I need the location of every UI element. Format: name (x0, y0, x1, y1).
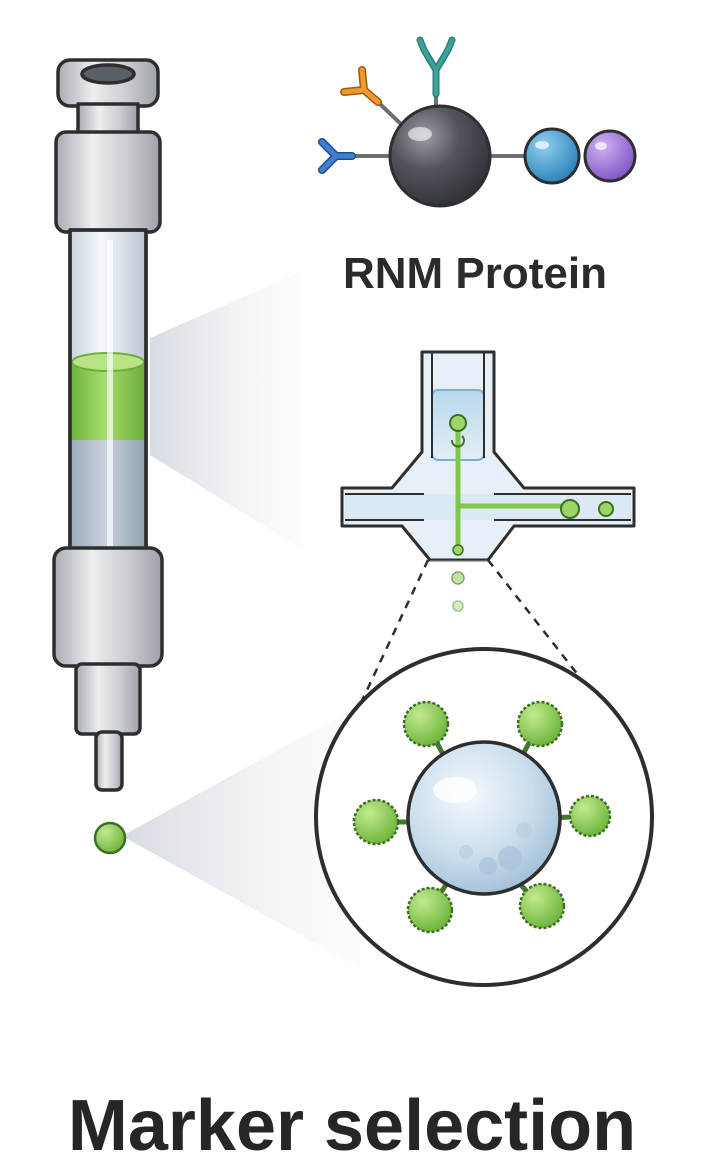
diagram-caption: Marker selection (68, 1086, 636, 1166)
droplet-icon (560, 499, 580, 519)
protein-label: RNM Protein (343, 249, 607, 298)
column-outlet-tip (94, 730, 124, 792)
droplet-icon (452, 544, 464, 556)
marker-bead-icon (406, 886, 454, 934)
zoom-guide-right (487, 559, 583, 681)
zoom-guide-left (358, 559, 430, 706)
blue-bead-icon (523, 127, 581, 185)
column-upper-fitting (54, 130, 162, 234)
protein-core-sphere (388, 104, 492, 208)
marker-bead-icon (402, 700, 450, 748)
droplet-icon (451, 571, 465, 585)
purple-bead-icon (583, 129, 637, 183)
column-to-chip-beam (150, 272, 300, 548)
marker-bead-icon (518, 882, 566, 930)
microfluidic-junction (340, 350, 636, 620)
bead-to-zoom-beam (122, 705, 360, 968)
droplet-icon (598, 501, 614, 517)
marker-bead-icon (568, 794, 612, 838)
droplet-icon (452, 600, 464, 612)
column-lower-neck (74, 662, 142, 736)
eluted-bead-icon (93, 821, 127, 855)
zoomed-marker-cell (314, 647, 654, 987)
orange-antibody-icon (340, 66, 382, 106)
droplet-icon (449, 414, 467, 432)
blue-antibody-icon (318, 138, 356, 174)
chromatography-column (52, 58, 164, 792)
marker-bead-icon (352, 798, 400, 846)
marker-bead-icon (516, 700, 564, 748)
rnm-protein-molecule (318, 36, 637, 208)
column-top-opening (80, 63, 136, 85)
column-lower-fitting (52, 546, 164, 668)
